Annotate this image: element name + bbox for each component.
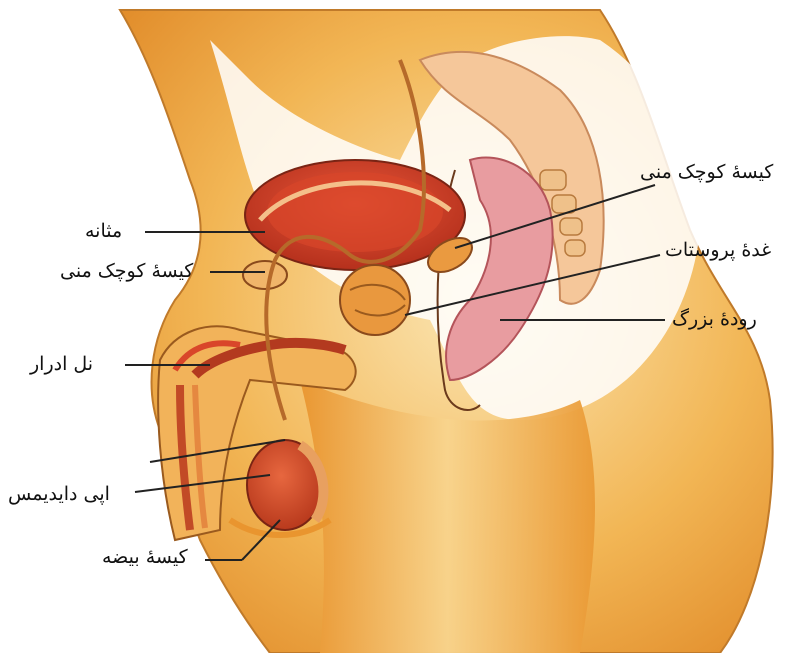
thigh [300,380,595,653]
label-seminal-vesicle-left: کیسهٔ کوچک منی [60,262,193,281]
label-bladder: مثانه [85,222,122,241]
label-large-intestine: رودهٔ بزرگ [672,310,757,329]
label-urethra: نل ادرار [30,355,93,374]
label-prostate: غدهٔ پروستات [665,241,771,260]
label-scrotum: کیسهٔ بیضه [102,548,188,567]
label-epididymis: اپی دایدیمس [8,485,110,504]
prostate [340,265,410,335]
label-seminal-vesicle-right: کیسهٔ کوچک منی [640,163,773,182]
